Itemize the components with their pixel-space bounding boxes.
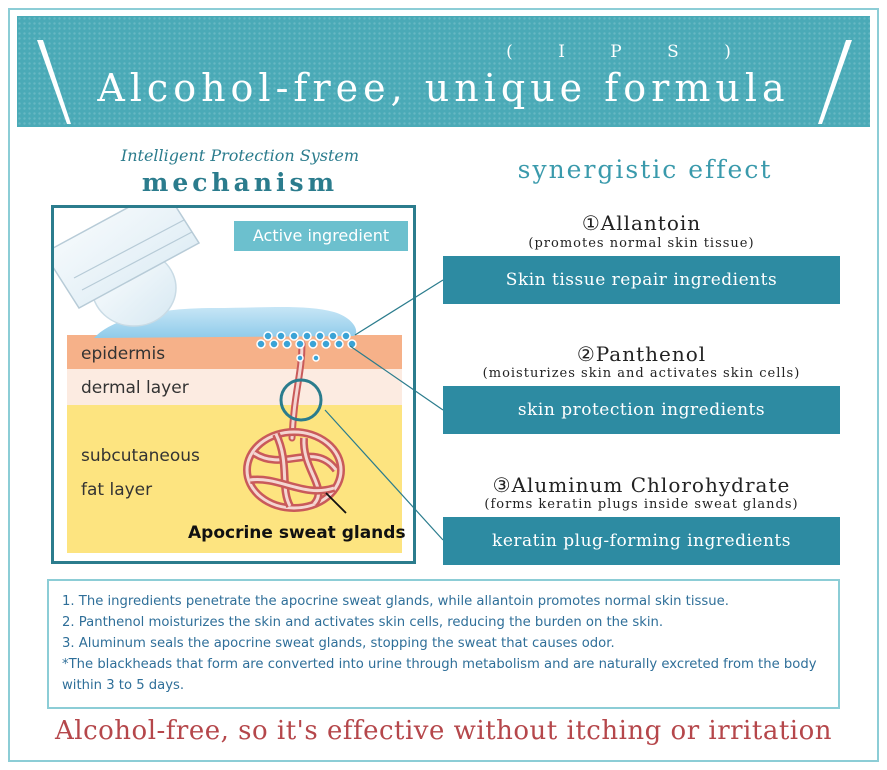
ingredient-2-name: ②Panthenol bbox=[576, 342, 707, 366]
sweat-gland-coil bbox=[243, 428, 345, 512]
fat-layer-label: fat layer bbox=[81, 480, 153, 500]
subcutaneous-label: subcutaneous bbox=[81, 446, 200, 466]
ingredient-3-box: keratin plug-forming ingredients bbox=[443, 517, 840, 565]
ingredient-1-name: ①Allantoin bbox=[581, 211, 702, 235]
note-4: *The blackheads that form are converted … bbox=[62, 657, 817, 693]
note-1: 1. The ingredients penetrate the apocrin… bbox=[62, 594, 729, 609]
dermal-layer-label: dermal layer bbox=[81, 378, 189, 398]
ingredient-2-box: skin protection ingredients bbox=[443, 386, 840, 434]
left-slash-decoration bbox=[37, 40, 71, 124]
mechanism-title: mechanism bbox=[141, 168, 339, 197]
banner-title: Alcohol-free, unique formula bbox=[97, 66, 790, 110]
footer-tagline: Alcohol-free, so it's effective without … bbox=[55, 716, 832, 746]
apocrine-glands-label: Apocrine sweat glands bbox=[188, 523, 406, 543]
dermal-layer bbox=[67, 369, 402, 405]
banner-subtitle: ( I P S ) bbox=[506, 42, 751, 62]
note-2: 2. Panthenol moisturizes the skin and ac… bbox=[62, 615, 664, 630]
ingredient-1-desc: (promotes normal skin tissue) bbox=[528, 236, 755, 251]
page-frame bbox=[8, 8, 879, 762]
epidermis-label: epidermis bbox=[81, 344, 166, 364]
title-banner: ( I P S ) Alcohol-free, unique formula bbox=[17, 16, 870, 127]
synergy-title: synergistic effect bbox=[517, 155, 773, 184]
notes-box: 1. The ingredients penetrate the apocrin… bbox=[47, 579, 840, 709]
ingredient-1-box: Skin tissue repair ingredients bbox=[443, 256, 840, 304]
ingredient-dots bbox=[256, 331, 357, 362]
ingredient-3-desc: (forms keratin plugs inside sweat glands… bbox=[484, 497, 799, 512]
magnify-circle bbox=[279, 378, 323, 422]
active-ingredient-tag: Active ingredient bbox=[234, 221, 408, 251]
skin-diagram: Active ingredient epidermis dermal layer… bbox=[51, 205, 416, 564]
note-3: 3. Aluminum seals the apocrine sweat gla… bbox=[62, 636, 615, 651]
ingredient-3-name: ③Aluminum Chlorohydrate bbox=[492, 473, 791, 497]
roll-on-bottle bbox=[54, 208, 201, 327]
skin-diagram-illustration bbox=[54, 208, 402, 553]
right-slash-decoration bbox=[818, 40, 852, 124]
mechanism-caption: Intelligent Protection System bbox=[120, 146, 360, 165]
ingredient-2-desc: (moisturizes skin and activates skin cel… bbox=[482, 366, 801, 381]
